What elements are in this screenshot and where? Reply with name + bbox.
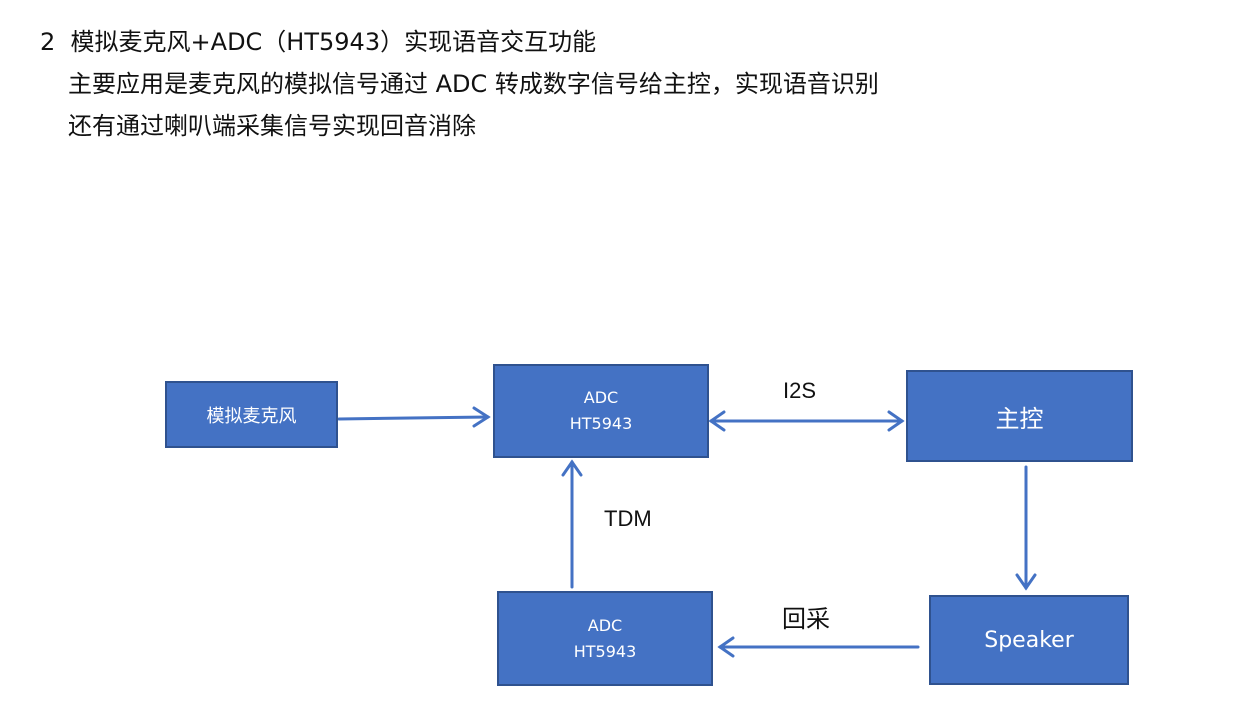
adc-bottom-line2: HT5943 bbox=[573, 641, 637, 661]
adc-top-line2: HT5943 bbox=[569, 414, 633, 433]
tdm-label: TDM bbox=[604, 506, 652, 531]
adc-top-line1: ADC bbox=[583, 388, 619, 407]
heading-title: 2 模拟麦克风+ADC（HT5943）实现语音交互功能 bbox=[40, 22, 596, 57]
mic-label: 模拟麦克风 bbox=[206, 405, 297, 427]
description-line-2: 还有通过喇叭端采集信号实现回音消除 bbox=[68, 112, 476, 140]
adc-bottom-box: ADC HT5943 bbox=[497, 591, 713, 686]
heading-title-text: 模拟麦克风+ADC（HT5943）实现语音交互功能 bbox=[70, 28, 597, 56]
heading-number: 2 bbox=[40, 28, 56, 56]
arrow-i2s-bidirectional bbox=[708, 410, 905, 432]
adc-top-box: ADC HT5943 bbox=[493, 364, 709, 458]
arrow-speaker-to-adc bbox=[717, 636, 920, 658]
mic-box: 模拟麦克风 bbox=[165, 381, 338, 448]
adc-bottom-line1: ADC bbox=[587, 615, 623, 635]
arrow-adc-tdm-up bbox=[561, 459, 583, 589]
loopback-label: 回采 bbox=[782, 606, 830, 633]
main-controller-box: 主控 bbox=[906, 370, 1133, 462]
main-controller-label: 主控 bbox=[995, 404, 1044, 433]
arrow-main-to-speaker bbox=[1015, 465, 1037, 591]
i2s-label: I2S bbox=[783, 378, 817, 403]
speaker-box: Speaker bbox=[929, 595, 1129, 685]
arrow-mic-to-adc bbox=[337, 406, 491, 428]
description-line-1: 主要应用是麦克风的模拟信号通过 ADC 转成数字信号给主控，实现语音识别 bbox=[68, 70, 879, 98]
speaker-label: Speaker bbox=[984, 627, 1074, 653]
